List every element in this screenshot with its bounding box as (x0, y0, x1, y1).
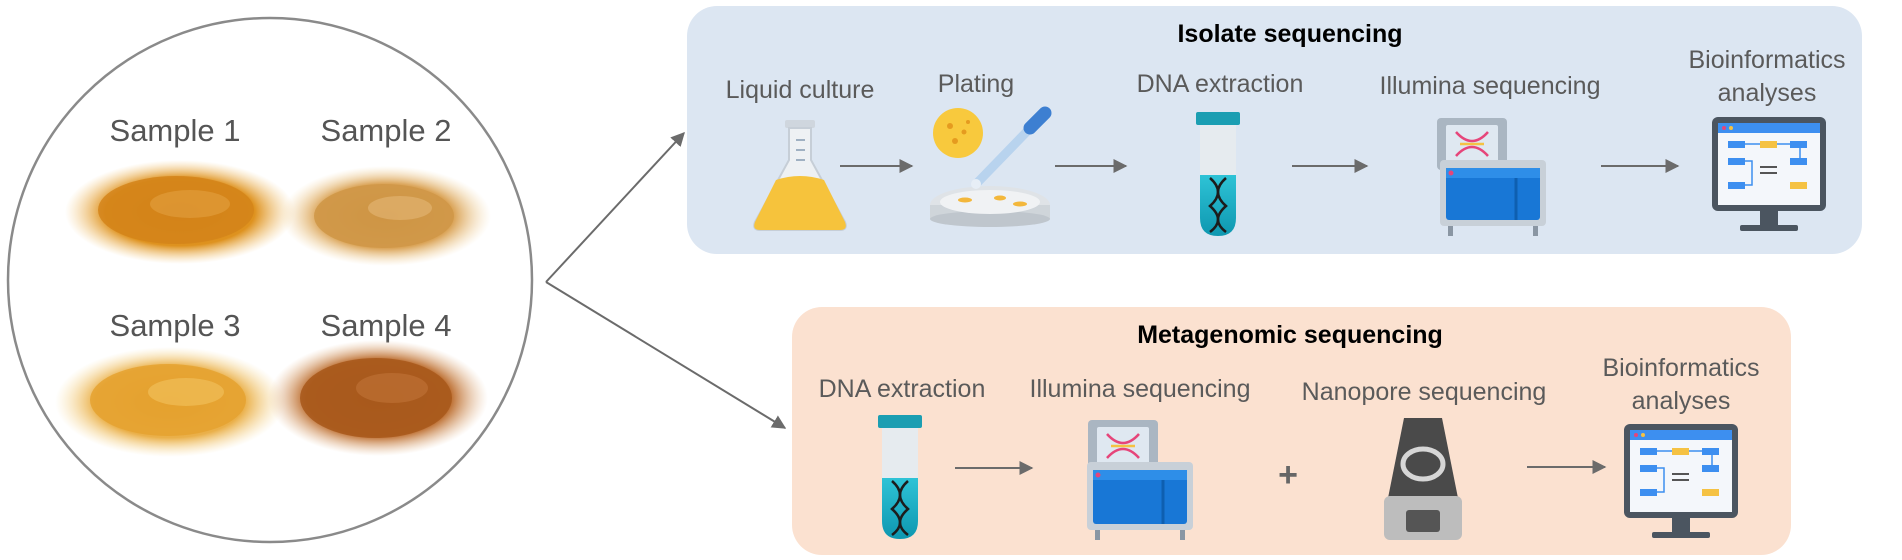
plus-sign: + (1278, 456, 1298, 494)
branch-arrow-isolate (545, 131, 685, 283)
sample-1-powder (65, 160, 295, 264)
petri-dish-icon (930, 106, 1052, 227)
isolate-step-dna-extraction-label: DNA extraction (1137, 70, 1304, 98)
test-tube-dna-icon (1196, 112, 1240, 236)
sample-1-label: Sample 1 (110, 113, 241, 148)
isolate-step-bioinformatics-label-2: analyses (1718, 79, 1817, 107)
computer-monitor-icon (1712, 117, 1826, 231)
isolate-step-plating-label: Plating (938, 70, 1014, 98)
meta-step-dna-extraction-label: DNA extraction (819, 375, 986, 403)
illumina-sequencer-icon (1437, 118, 1546, 236)
meta-step-illumina-label: Illumina sequencing (1030, 375, 1251, 403)
sample-4-powder (268, 340, 488, 456)
sample-3-label: Sample 3 (110, 308, 241, 343)
samples-circle (6, 16, 534, 544)
meta-step-bioinformatics-label-1: Bioinformatics (1603, 354, 1760, 382)
nanopore-sequencer-icon (1384, 418, 1462, 540)
isolate-step-illumina-label: Illumina sequencing (1380, 72, 1601, 100)
test-tube-dna-icon (878, 415, 922, 539)
illumina-sequencer-icon (1087, 420, 1193, 540)
metagenomic-panel-bg (792, 307, 1791, 555)
isolate-step-bioinformatics-label-1: Bioinformatics (1689, 46, 1846, 74)
meta-step-nanopore-label: Nanopore sequencing (1302, 378, 1547, 406)
branch-arrow-metagenomic (545, 281, 787, 429)
metagenomic-panel: Metagenomic sequencing DNA extraction Il… (792, 307, 1791, 555)
isolate-title: Isolate sequencing (1177, 20, 1402, 48)
meta-step-bioinformatics-label-2: analyses (1632, 387, 1731, 415)
flask-icon (753, 120, 847, 231)
metagenomic-title: Metagenomic sequencing (1137, 321, 1443, 349)
sample-2-powder (281, 166, 491, 266)
sample-4-label: Sample 4 (321, 308, 452, 343)
sample-3-powder (55, 347, 285, 457)
isolate-panel: Isolate sequencing Liquid culture Platin… (687, 6, 1862, 254)
samples-panel: Sample 1 Sample 2 Sample 3 Sample 4 (6, 16, 534, 544)
sample-2-label: Sample 2 (321, 113, 452, 148)
computer-monitor-icon (1624, 424, 1738, 538)
isolate-step-liquid-culture-label: Liquid culture (726, 76, 875, 104)
